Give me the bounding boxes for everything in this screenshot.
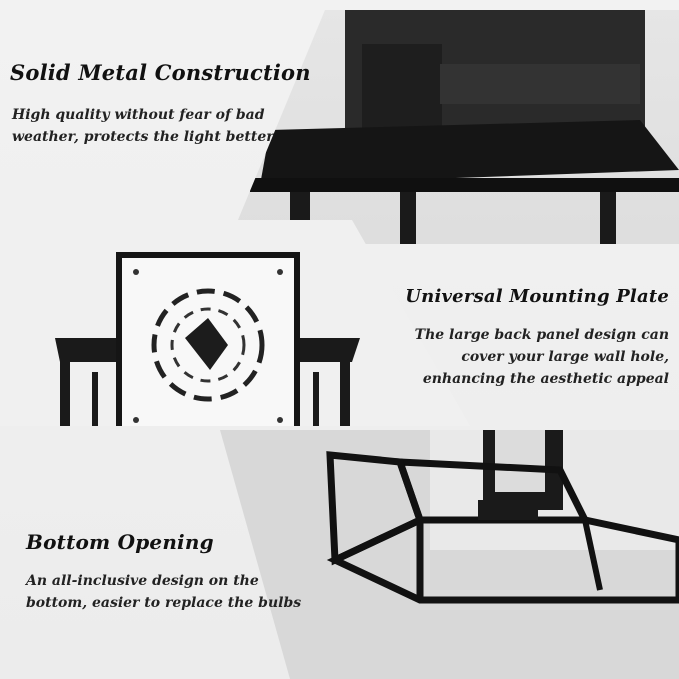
- bottom-desc-line2: bottom, easier to replace the bulbs: [26, 595, 302, 611]
- metal-title: Solid Metal Construction: [10, 60, 311, 85]
- plate-desc-line3: enhancing the aesthetic appeal: [422, 371, 669, 387]
- bottom-opening-photo: [220, 430, 679, 679]
- plate-desc-line1: The large back panel design can: [414, 327, 669, 343]
- bottom-title: Bottom Opening: [26, 530, 214, 554]
- bottom-desc-line1: An all-inclusive design on the: [26, 573, 259, 589]
- plate-title: Universal Mounting Plate: [405, 286, 669, 307]
- mounting-plate-photo: [0, 220, 470, 426]
- metal-desc-line1: High quality without fear of bad: [12, 107, 265, 123]
- plate-desc-line2: cover your large wall hole,: [461, 349, 669, 365]
- metal-desc-line2: weather, protects the light better: [12, 129, 274, 145]
